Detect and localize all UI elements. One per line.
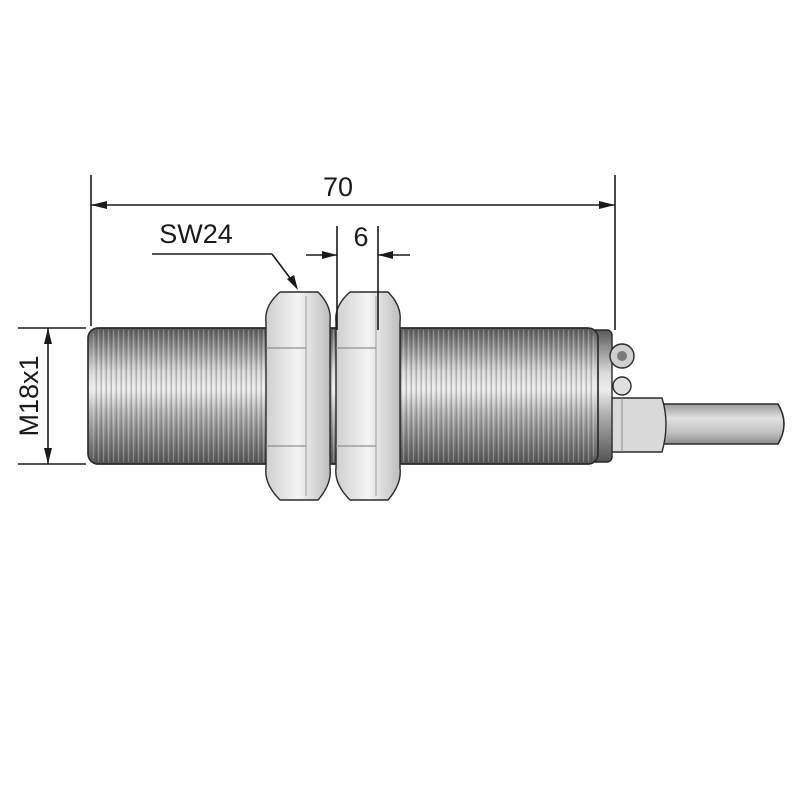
hex-nut-right (335, 291, 401, 501)
leader-wrench-size: SW24 (152, 219, 298, 290)
dimension-nut-thickness: 6 (306, 222, 410, 330)
dimension-thread: M18x1 (14, 327, 86, 465)
cable (639, 403, 785, 445)
hex-nut-left (265, 291, 331, 501)
cable-gland (609, 397, 667, 453)
overall-length-label: 70 (323, 172, 353, 202)
wrench-size-label: SW24 (159, 219, 233, 249)
nut-thickness-label: 6 (353, 222, 368, 252)
thread-label: M18x1 (14, 355, 44, 436)
dimension-overall-length: 70 (90, 172, 616, 330)
